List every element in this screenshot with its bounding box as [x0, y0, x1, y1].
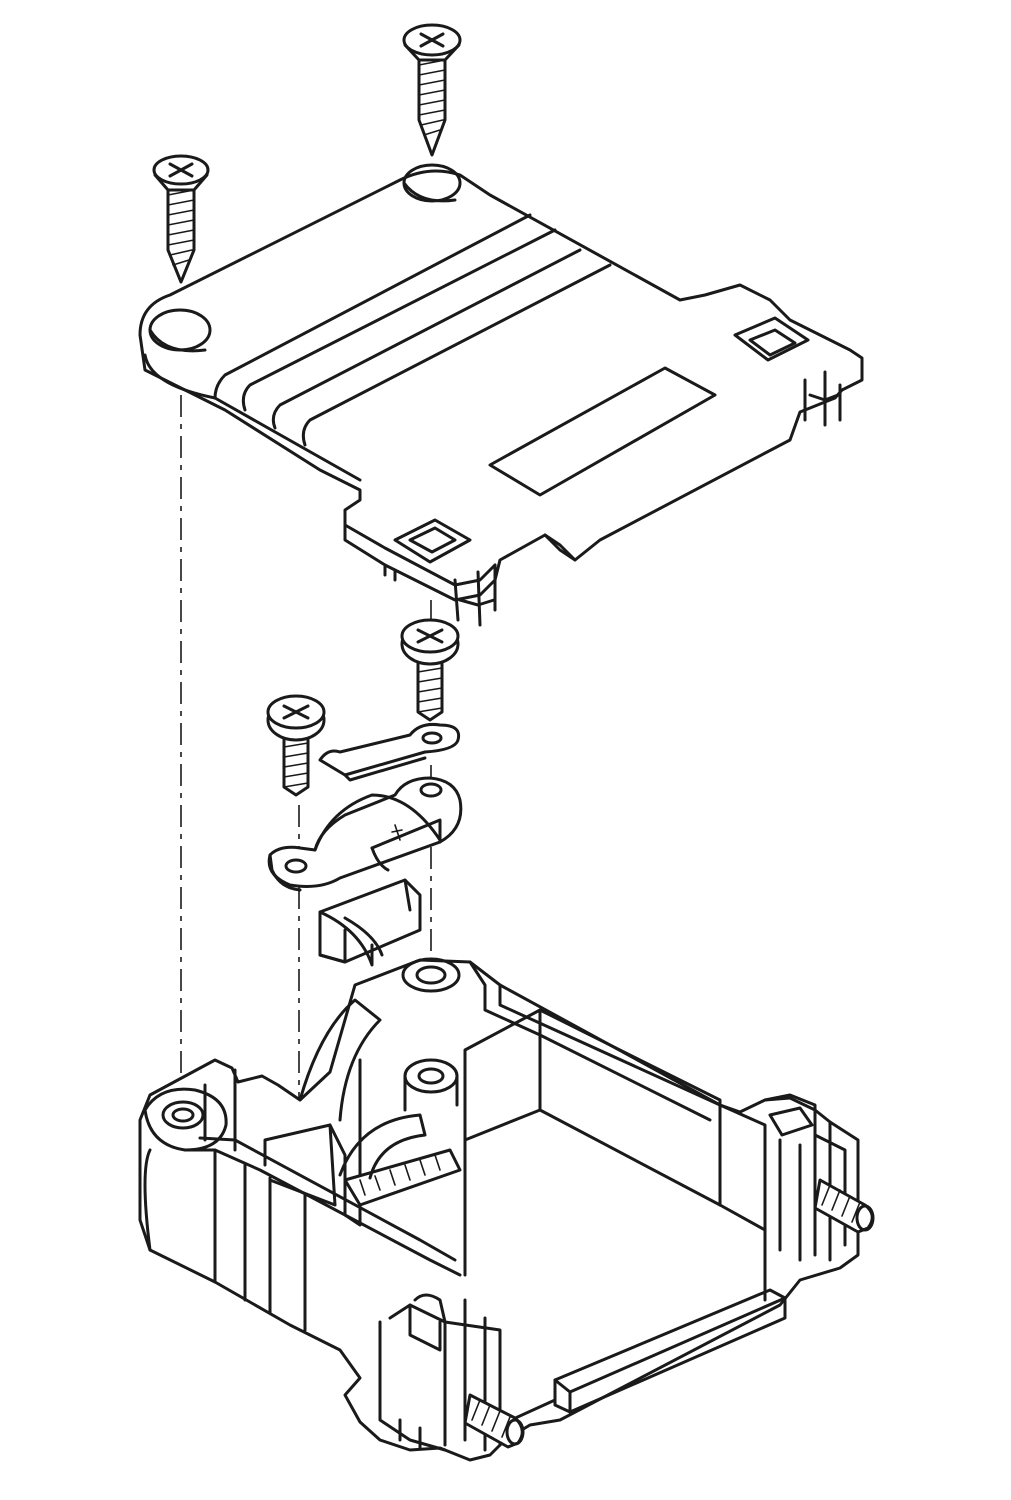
- countersunk-screw-left: [152, 154, 210, 284]
- jack-screw-front: [463, 1393, 525, 1449]
- bottom-housing: [138, 957, 860, 1462]
- top-cover-plate: [138, 163, 864, 627]
- pan-head-screw-left: [266, 694, 326, 797]
- cable-clamp: [267, 776, 463, 892]
- jack-screw-right: [813, 1178, 875, 1234]
- strain-relief-strap: [318, 723, 461, 782]
- clamp-saddle: [318, 878, 422, 967]
- countersunk-screw-right: [402, 23, 462, 157]
- pan-head-screw-right: [400, 618, 460, 722]
